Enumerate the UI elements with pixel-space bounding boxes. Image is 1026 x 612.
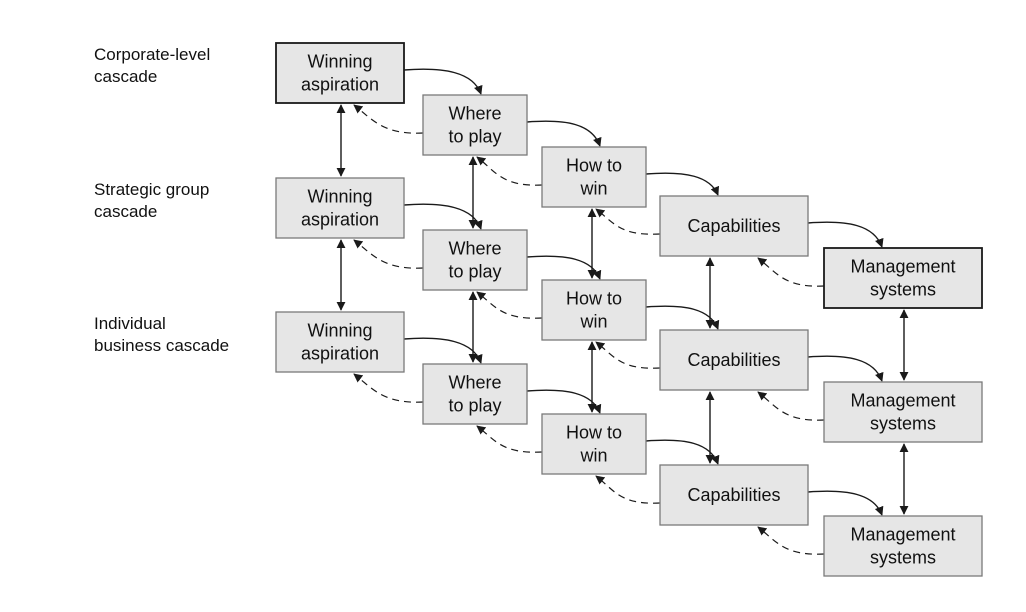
box-label-line: to play	[448, 396, 501, 416]
individual-business-feedback-arrow	[757, 526, 825, 555]
corporate-how-to-win-box: How to win	[541, 146, 647, 208]
individual-business-management-systems-box: Management systems	[823, 515, 983, 577]
corporate-forward-arrow	[403, 68, 483, 95]
individual-business-feedback-arrow	[353, 373, 424, 403]
individual-business-feedback-arrow	[595, 475, 661, 504]
strategic-group-row-label: Strategic group	[94, 180, 209, 199]
strategic-group-management-systems-box: Management systems	[823, 381, 983, 443]
box-frame	[541, 146, 647, 208]
box-frame	[659, 464, 809, 526]
box-label-line: win	[579, 312, 607, 332]
corporate-row-label: Corporate-level	[94, 45, 210, 64]
strategic-group-row-label: cascade	[94, 202, 157, 221]
individual-business-where-to-play-box: Where to play	[422, 363, 528, 425]
individual-business-capabilities-box: Capabilities	[659, 464, 809, 526]
box-frame	[823, 515, 983, 577]
box-frame	[275, 177, 405, 239]
strategic-group-feedback-arrow	[353, 239, 424, 269]
individual-business-forward-arrow	[645, 439, 720, 465]
box-label-line: Where	[448, 239, 501, 259]
strategic-group-forward-arrow	[807, 355, 884, 382]
box-frame	[275, 42, 405, 104]
box-label-line: How to	[566, 289, 622, 309]
connector-layer	[336, 68, 909, 555]
box-label-line: Winning	[307, 321, 372, 341]
corporate-feedback-arrow	[595, 208, 661, 235]
strategic-group-forward-arrow	[403, 203, 483, 230]
strategic-group-forward-arrow	[645, 305, 720, 330]
strategic-group-feedback-arrow	[595, 341, 661, 369]
box-label-line: systems	[870, 280, 936, 300]
individual-business-how-to-win-box: How to win	[541, 413, 647, 475]
corporate-where-to-play-box: Where to play	[422, 94, 528, 156]
box-label-line: Capabilities	[687, 485, 780, 505]
box-label-line: systems	[870, 414, 936, 434]
corporate-feedback-arrow	[476, 156, 543, 186]
box-label-line: Management	[850, 257, 955, 277]
box-label-line: to play	[448, 262, 501, 282]
box-frame	[275, 311, 405, 373]
box-label-line: Management	[850, 525, 955, 545]
box-label-line: How to	[566, 423, 622, 443]
box-label-line: Where	[448, 373, 501, 393]
strategic-group-winning-aspiration-box: Winning aspiration	[275, 177, 405, 239]
corporate-capabilities-box: Capabilities	[659, 195, 809, 257]
box-label-line: win	[579, 179, 607, 199]
strategic-group-how-to-win-box: How to win	[541, 279, 647, 341]
box-frame	[659, 329, 809, 391]
strategic-group-forward-arrow	[526, 255, 602, 280]
box-label-line: systems	[870, 548, 936, 568]
corporate-management-systems-box: Management systems	[823, 247, 983, 309]
box-label-line: win	[579, 446, 607, 466]
box-label-line: Capabilities	[687, 216, 780, 236]
box-label-line: Winning	[307, 52, 372, 72]
box-label-line: aspiration	[301, 210, 379, 230]
box-frame	[541, 413, 647, 475]
corporate-feedback-arrow	[353, 104, 424, 134]
strategic-group-capabilities-box: Capabilities	[659, 329, 809, 391]
corporate-forward-arrow	[645, 172, 719, 196]
corporate-row-label: cascade	[94, 67, 157, 86]
box-label-line: aspiration	[301, 344, 379, 364]
strategic-group-where-to-play-box: Where to play	[422, 229, 528, 291]
box-frame	[422, 363, 528, 425]
box-label-line: Management	[850, 391, 955, 411]
box-frame	[422, 229, 528, 291]
box-frame	[823, 381, 983, 443]
individual-business-forward-arrow	[526, 389, 602, 414]
box-label-line: to play	[448, 127, 501, 147]
corporate-forward-arrow	[807, 221, 884, 248]
corporate-forward-arrow	[526, 120, 602, 147]
individual-business-row-label: business cascade	[94, 336, 229, 355]
box-frame	[541, 279, 647, 341]
box-label-line: How to	[566, 156, 622, 176]
strategic-group-feedback-arrow	[476, 291, 543, 319]
individual-business-winning-aspiration-box: Winning aspiration	[275, 311, 405, 373]
corporate-feedback-arrow	[757, 257, 825, 287]
strategic-group-feedback-arrow	[757, 391, 825, 421]
corporate-winning-aspiration-box: Winning aspiration	[275, 42, 405, 104]
box-frame	[422, 94, 528, 156]
individual-business-row-label: Individual	[94, 314, 166, 333]
individual-business-forward-arrow	[807, 490, 884, 516]
box-label-line: Winning	[307, 187, 372, 207]
box-label-line: Where	[448, 104, 501, 124]
box-frame	[823, 247, 983, 309]
box-label-line: aspiration	[301, 75, 379, 95]
individual-business-forward-arrow	[403, 337, 483, 364]
box-frame	[659, 195, 809, 257]
box-label-line: Capabilities	[687, 350, 780, 370]
individual-business-feedback-arrow	[476, 425, 543, 453]
